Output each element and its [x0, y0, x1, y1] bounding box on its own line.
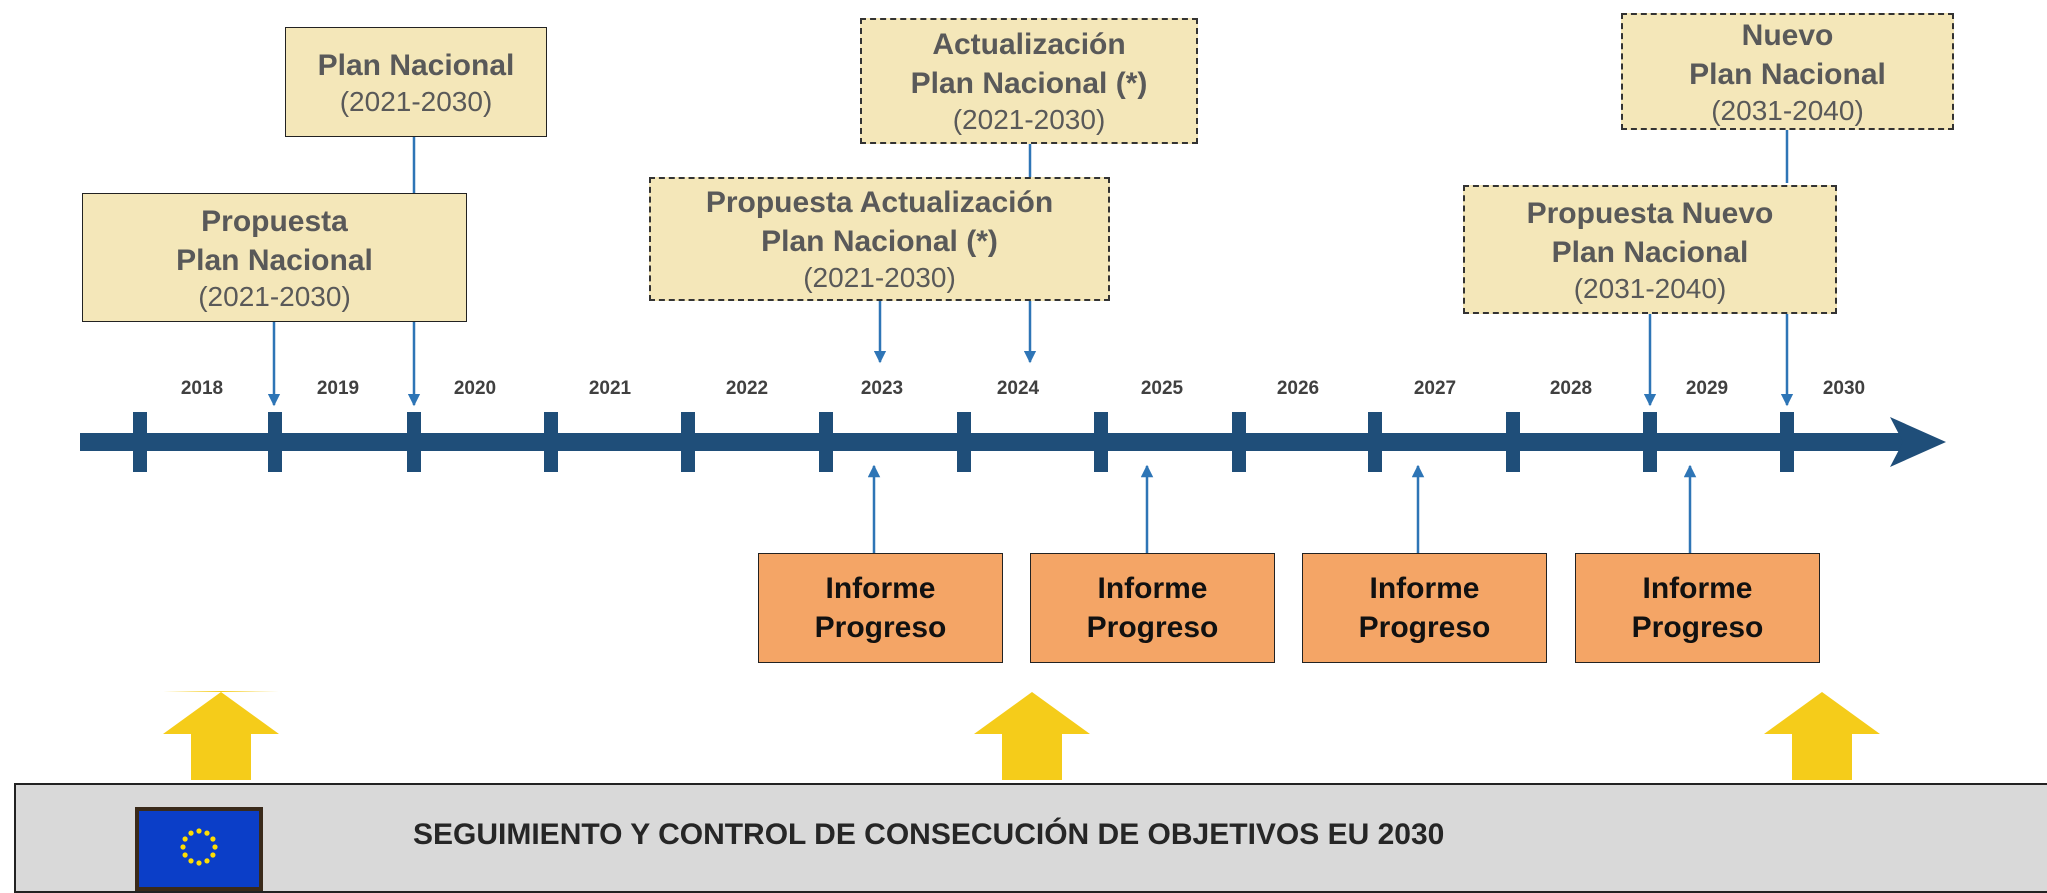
year-label-2026: 2026 [1276, 378, 1320, 399]
report-line: Informe [1097, 572, 1208, 605]
box-period: (2021-2030) [339, 85, 493, 117]
tick-2023 [819, 412, 833, 472]
eu-flag-icon [135, 807, 263, 891]
box-period: (2021-2030) [198, 280, 351, 312]
propuesta-actualizacion-box: Propuesta Actualización Plan Nacional (*… [649, 177, 1110, 301]
big-arrow-2 [974, 692, 1090, 780]
propuesta-plan-box: Propuesta Plan Nacional (2021-2030) [82, 193, 467, 322]
tick-2021 [544, 412, 558, 472]
year-label-2027: 2027 [1413, 378, 1457, 399]
informe-progreso-box-1: Informe Progreso [758, 553, 1003, 663]
tick-2029 [1643, 412, 1657, 472]
informe-progreso-box-2: Informe Progreso [1030, 553, 1275, 663]
tick-2026 [1232, 412, 1246, 472]
tick-2019 [268, 412, 282, 472]
report-line: Informe [1369, 572, 1480, 605]
year-label-2024: 2024 [996, 378, 1040, 399]
box-line: Nuevo [1741, 18, 1834, 52]
tick-2020 [407, 412, 421, 472]
year-label-2029: 2029 [1685, 378, 1729, 399]
plan-nacional-box: Plan Nacional (2021-2030) [285, 27, 547, 137]
box-line: Plan Nacional (*) [761, 225, 998, 258]
year-label-2020: 2020 [453, 378, 497, 399]
tick-2027 [1368, 412, 1382, 472]
big-arrow-3 [1764, 692, 1880, 780]
year-label-2025: 2025 [1140, 378, 1184, 399]
box-period: (2021-2030) [803, 262, 956, 293]
box-period: (2031-2040) [1711, 94, 1864, 126]
report-line: Informe [825, 572, 936, 605]
report-line: Progreso [1358, 611, 1491, 644]
actualizacion-box: Actualización Plan Nacional (*) (2021-20… [860, 18, 1198, 144]
timeline-ticks [133, 412, 1794, 472]
report-line: Progreso [1086, 611, 1219, 644]
timeline-bar [80, 433, 1910, 451]
footer-banner: SEGUIMIENTO Y CONTROL DE CONSECUCIÓN DE … [14, 783, 2047, 893]
year-label-2023: 2023 [860, 378, 904, 399]
report-line: Progreso [814, 611, 947, 644]
box-line: Propuesta [201, 204, 348, 238]
tick-2030 [1780, 412, 1794, 472]
informe-progreso-box-4: Informe Progreso [1575, 553, 1820, 663]
year-label-2018: 2018 [180, 378, 224, 399]
report-line: Progreso [1631, 611, 1764, 644]
box-line: Plan Nacional [1689, 57, 1886, 91]
big-arrow-left [163, 691, 279, 692]
year-label-2022: 2022 [725, 378, 769, 399]
box-line: Plan Nacional [1551, 235, 1749, 269]
nuevo-plan-box: Nuevo Plan Nacional (2031-2040) [1621, 13, 1954, 130]
informe-progreso-box-3: Informe Progreso [1302, 553, 1547, 663]
box-line: Plan Nacional [176, 243, 373, 277]
box-line: Plan Nacional (*) [910, 67, 1148, 100]
tick-2024 [957, 412, 971, 472]
year-label-2028: 2028 [1549, 378, 1593, 399]
report-line: Informe [1642, 572, 1753, 605]
year-label-2030: 2030 [1822, 378, 1866, 399]
year-label-2019: 2019 [316, 378, 360, 399]
propuesta-nuevo-box: Propuesta Nuevo Plan Nacional (2031-2040… [1463, 185, 1837, 314]
box-line: Propuesta Nuevo [1526, 196, 1774, 230]
timeline-arrowhead [1890, 417, 1946, 467]
footer-title: SEGUIMIENTO Y CONTROL DE CONSECUCIÓN DE … [413, 818, 1445, 851]
year-label-2021: 2021 [588, 378, 632, 399]
big-arrow-1 [163, 692, 279, 780]
tick-2018 [133, 412, 147, 472]
box-period: (2031-2040) [1573, 272, 1727, 304]
tick-2025 [1094, 412, 1108, 472]
tick-2028 [1506, 412, 1520, 472]
box-line: Plan Nacional [317, 48, 515, 82]
box-period: (2021-2030) [952, 104, 1106, 135]
tick-2022 [681, 412, 695, 472]
box-line: Actualización [932, 28, 1126, 61]
box-line: Propuesta Actualización [705, 186, 1054, 219]
